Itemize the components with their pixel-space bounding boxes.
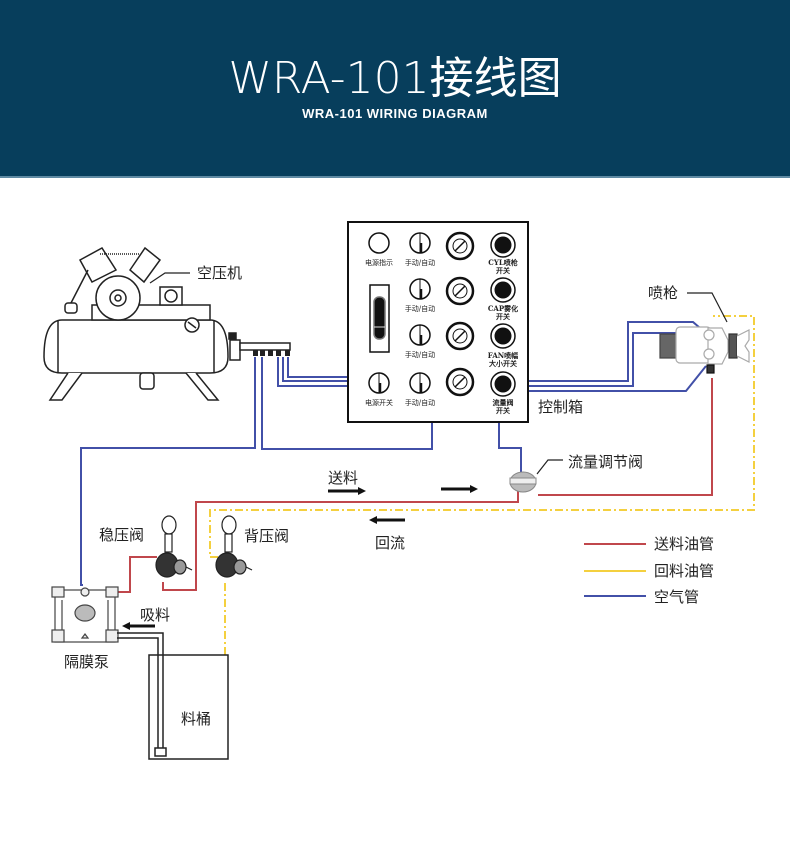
diaphragm-pump-label: 隔膜泵 (64, 653, 109, 671)
back-pressure-valve (215, 515, 253, 578)
stabilizer-valve (155, 515, 193, 578)
air-line-to-gun-2 (528, 332, 705, 387)
stabilizer-valve-label: 稳压阀 (99, 526, 144, 544)
feed-line-pump-to-stabilizer (117, 556, 157, 593)
page-title: WRA-101接线图 (228, 53, 562, 104)
power-indicator-lamp (368, 232, 390, 254)
feed-lines (117, 378, 713, 593)
air-line-to-flow-valve (498, 422, 522, 475)
legend-label-feed: 送料油管 (654, 535, 714, 553)
air-line-to-gun-3 (528, 365, 707, 392)
air-line-to-gun-1 (528, 321, 701, 382)
diaphragm-pump (51, 586, 119, 643)
manual-auto-switch-1[interactable] (409, 232, 431, 254)
fan-switch-label-1: FAN喷幅 (488, 351, 518, 360)
air-lines (80, 321, 707, 586)
pressure-gauge-3[interactable] (445, 321, 475, 351)
feed-line-flow-to-gun (538, 378, 713, 496)
flow-switch-label-2: 开关 (496, 406, 510, 415)
compressor-outlets (253, 350, 290, 356)
return-lines (209, 315, 755, 655)
air-line-manifold-2 (282, 357, 350, 382)
feed-line-stabilizer-to-flow (162, 490, 519, 591)
pressure-gauge-2[interactable] (445, 276, 475, 306)
cyl-switch-label-1: CYL喷枪 (488, 258, 518, 267)
cyl-switch-label-2: 开关 (496, 266, 510, 275)
page-subtitle: WRA-101 WIRING DIAGRAM (302, 106, 488, 121)
feed-label: 送料 (328, 469, 358, 487)
air-line-manifold-3 (277, 357, 350, 387)
suction-arrow (122, 622, 155, 630)
spray-gun (659, 326, 750, 374)
return-label: 回流 (375, 534, 405, 552)
paint-bucket (148, 654, 229, 760)
back-pressure-valve-label: 背压阀 (244, 527, 289, 545)
control-box-label: 控制箱 (538, 398, 583, 416)
feed-arrow-1 (328, 487, 366, 495)
air-compressor (43, 246, 291, 401)
air-line-manifold-1 (287, 357, 350, 378)
manual-auto-label-2: 手动/自动 (405, 304, 435, 313)
cap-switch-button[interactable] (490, 277, 516, 303)
flow-switch-button[interactable] (490, 371, 516, 397)
header-banner: WRA-101接线图 WRA-101 WIRING DIAGRAM (0, 0, 790, 178)
flow-valve (509, 471, 537, 493)
manual-auto-switch-4[interactable] (409, 372, 431, 394)
feed-arrow-2 (441, 485, 478, 493)
control-box: 电源指示 电源开关 手动/自动 手动/自动 手动/自动 (347, 221, 529, 423)
legend: 送料油管 回料油管 空气管 (584, 535, 714, 606)
manual-auto-label-3: 手动/自动 (405, 350, 435, 359)
manual-auto-label-1: 手动/自动 (405, 258, 435, 267)
cyl-switch-button[interactable] (490, 232, 516, 258)
air-compressor-label: 空压机 (197, 264, 242, 282)
return-arrow (369, 516, 405, 524)
manual-auto-label-4: 手动/自动 (405, 398, 435, 407)
power-switch-label: 电源开关 (365, 398, 393, 407)
return-line-loop (209, 315, 755, 558)
manual-auto-switch-2[interactable] (409, 278, 431, 300)
flow-valve-label: 流量调节阀 (568, 453, 643, 471)
air-line-to-pump (80, 357, 256, 586)
pressure-gauge-4[interactable] (445, 367, 475, 397)
pressure-gauge-1[interactable] (445, 231, 475, 261)
suction-label: 吸料 (140, 606, 170, 624)
legend-label-air: 空气管 (654, 588, 699, 606)
power-indicator-label: 电源指示 (365, 258, 393, 267)
power-switch[interactable] (368, 372, 390, 394)
manual-auto-switch-3[interactable] (409, 324, 431, 346)
spray-gun-label: 喷枪 (648, 284, 678, 302)
legend-label-return: 回料油管 (654, 562, 714, 580)
paint-bucket-label: 料桶 (181, 710, 211, 728)
fan-switch-button[interactable] (490, 323, 516, 349)
cap-switch-label-2: 开关 (496, 312, 510, 321)
air-line-to-box-bottom (261, 357, 433, 450)
fan-switch-label-2: 大小开关 (489, 359, 517, 368)
suction-pipe (117, 632, 167, 757)
cap-switch-label-1: CAP雾化 (488, 304, 518, 313)
flow-switch-label-1: 流量阀 (493, 398, 514, 407)
